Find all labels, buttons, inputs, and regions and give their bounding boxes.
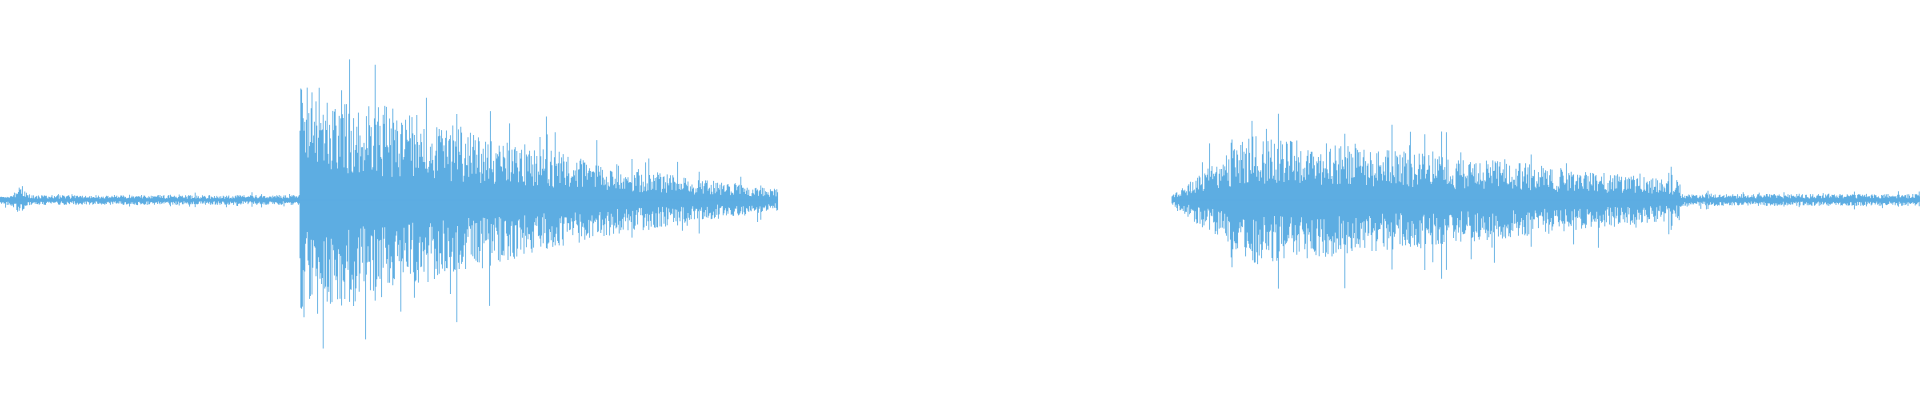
waveform-trace (0, 59, 779, 349)
waveform-right-segment (1171, 113, 1920, 289)
waveform-left-segment (0, 59, 779, 349)
waveform-trace (1171, 113, 1920, 289)
